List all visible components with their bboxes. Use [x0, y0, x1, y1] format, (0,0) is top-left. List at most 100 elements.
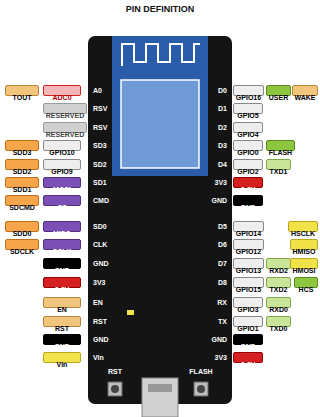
pin-function: TXD0: [270, 324, 288, 333]
pin-function: SCLK: [52, 247, 71, 256]
pin-function: GPIO9: [51, 167, 72, 176]
pin-function: GPIO3: [237, 305, 258, 314]
pin-name: D5: [218, 222, 227, 231]
pin-function: SDCLK: [10, 247, 34, 256]
pin-function: Vin: [57, 360, 68, 369]
pin-tag: HMOSI: [290, 258, 318, 269]
pin-name: RST: [93, 317, 107, 326]
pin-name: GND: [211, 335, 227, 344]
pin-tag: SDCMD: [5, 195, 39, 206]
pin-tag: GND: [233, 195, 263, 206]
pin-name: TX: [218, 317, 227, 326]
pin-tag: GPIO0: [233, 140, 263, 151]
pin-name: A0: [93, 86, 102, 95]
pin-function: SDD2: [13, 167, 32, 176]
pin-tag: GND: [43, 258, 81, 269]
pin-function: HSCLK: [291, 229, 315, 238]
pin-name: GND: [93, 259, 109, 268]
pin-function: RXD2: [269, 266, 288, 275]
pin-name: D2: [218, 123, 227, 132]
pin-name: D4: [218, 160, 227, 169]
pin-tag: WAKE: [292, 85, 318, 96]
pin-name: D6: [218, 240, 227, 249]
status-led: [127, 310, 134, 315]
pin-name: GND: [93, 335, 109, 344]
pin-tag: GPIO10: [43, 140, 81, 151]
pin-tag: GND: [43, 334, 81, 345]
pin-tag: GPIO2: [233, 159, 263, 170]
pin-function: HMOSI: [293, 266, 316, 275]
pin-tag: 3.3V: [233, 177, 263, 188]
pin-name: SD1: [93, 178, 107, 187]
pin-function: GPIO2: [237, 167, 258, 176]
pin-tag: GPIO9: [43, 159, 81, 170]
pin-tag: GPIO1: [233, 316, 263, 327]
pin-function: GND: [54, 342, 70, 351]
pin-function: MOSI: [53, 185, 71, 194]
button-cap: [197, 385, 205, 393]
wifi-module: [112, 36, 208, 176]
antenna-trace: [122, 44, 200, 66]
pin-function: ADC0: [52, 93, 71, 102]
usb-port: [148, 384, 172, 392]
pin-function: RESERVED: [46, 130, 84, 139]
pin-function: CS: [57, 203, 67, 212]
pin-name: RSV: [93, 104, 107, 113]
pin-tag: SDD3: [5, 140, 39, 151]
pin-tag: TXD2: [266, 277, 291, 288]
pin-function: 3.3V: [55, 285, 69, 294]
pin-tag: GPIO4: [233, 122, 263, 133]
pin-function: MISO: [53, 229, 71, 238]
pin-function: SDD0: [13, 229, 32, 238]
pin-function: SDD1: [13, 185, 32, 194]
pin-tag: SCLK: [43, 239, 81, 250]
pin-tag: SDD0: [5, 221, 39, 232]
pin-function: TXD2: [270, 285, 288, 294]
pin-function: TOUT: [13, 93, 32, 102]
board: [88, 36, 232, 404]
pin-function: GPIO1: [237, 324, 258, 333]
pin-name: D0: [218, 86, 227, 95]
pin-name: D7: [218, 259, 227, 268]
pin-name: D3: [218, 141, 227, 150]
pin-tag: HCS: [294, 277, 318, 288]
pin-name: D8: [218, 278, 227, 287]
pin-name: SD3: [93, 141, 107, 150]
pin-tag: GPIO14: [233, 221, 264, 232]
pin-tag: ADC0: [43, 85, 81, 96]
pin-name: Vin: [93, 353, 104, 362]
pin-function: HMISO: [293, 247, 316, 256]
pin-function: RESERVED: [46, 111, 84, 120]
pin-function: TXD1: [270, 167, 288, 176]
pin-tag: MOSI: [43, 177, 81, 188]
pin-function: HCS: [299, 285, 314, 294]
pin-tag: FLASH: [266, 140, 295, 151]
pin-name: 3V3: [215, 353, 227, 362]
pin-tag: RXD2: [266, 258, 291, 269]
pin-tag: TXD0: [266, 316, 291, 327]
pin-name: RX: [217, 298, 227, 307]
pin-tag: GND: [233, 334, 263, 345]
pin-tag: TOUT: [5, 85, 39, 96]
pin-tag: Vin: [43, 352, 81, 363]
reset-button: [108, 382, 122, 396]
pin-function: GPIO13: [236, 266, 261, 275]
pin-name: RSV: [93, 123, 107, 132]
pin-function: GND: [240, 203, 256, 212]
button-name: FLASH: [189, 367, 212, 376]
pin-function: FLASH: [269, 148, 292, 157]
usb-connector: [142, 378, 178, 417]
pin-function: GPIO15: [236, 285, 261, 294]
pin-function: SDD3: [13, 148, 32, 157]
pin-function: USER: [269, 93, 288, 102]
pin-tag: GPIO15: [233, 277, 264, 288]
pin-tag: EN: [43, 297, 81, 308]
pin-tag: HSCLK: [288, 221, 318, 232]
pin-name: CLK: [93, 240, 107, 249]
pin-name: EN: [93, 298, 103, 307]
pin-name: D1: [218, 104, 227, 113]
pin-name: SD2: [93, 160, 107, 169]
pin-tag: RST: [43, 316, 81, 327]
diagram-title: PIN DEFINITION: [0, 4, 320, 14]
pin-tag: RESERVED: [43, 103, 87, 114]
